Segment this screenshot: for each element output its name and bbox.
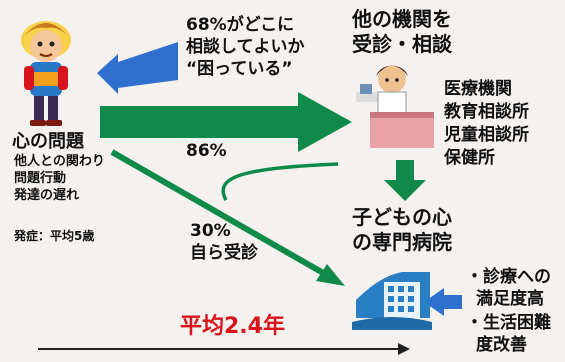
self-visit-percentage: 30%: [190, 221, 231, 241]
problem-item-relations: 他人との関わり: [14, 154, 105, 169]
institution-child-guidance: 児童相談所: [444, 125, 529, 145]
benefit-line-3: ・生活困難: [466, 313, 551, 333]
problem-item-behavior: 問題行動: [14, 171, 67, 186]
institution-medical: 医療機関: [444, 79, 512, 99]
average-duration: 平均2.4年: [180, 314, 285, 339]
top-note-line-1: 68%がどこに: [186, 15, 295, 35]
main-arrow-percentage: 86%: [186, 141, 227, 161]
blue-arrow-to-hospital: [424, 288, 462, 316]
diagonal-green-arrow-shaft: [110, 149, 327, 277]
hospital-building-icon: [352, 272, 432, 330]
institutions-title-line-2: 受診・相談: [352, 32, 452, 56]
main-green-arrow: [100, 92, 352, 152]
institution-education: 教育相談所: [444, 102, 529, 122]
timeline-arrow-head: [398, 343, 410, 355]
benefit-line-2: 満足度高: [476, 289, 544, 309]
institutions-title-line-1: 他の機関を: [352, 7, 452, 31]
hospital-title-line-1: 子どもの心: [352, 205, 452, 229]
doctor-figure-icon: [356, 65, 434, 148]
top-note-line-2: 相談してよいか: [186, 37, 305, 57]
self-visit-label: 自ら受診: [190, 243, 258, 263]
blue-arrow-to-child: [97, 42, 178, 94]
curve-line: [221, 162, 339, 201]
problem-item-development: 発達の遅れ: [14, 188, 80, 203]
down-green-arrow: [384, 160, 426, 201]
institution-health-center: 保健所: [444, 148, 495, 168]
benefit-line-4: 度改善: [476, 335, 527, 355]
benefit-line-1: ・診療への: [466, 267, 551, 287]
hospital-title-line-2: の専門病院: [352, 230, 452, 254]
diagonal-green-arrow-head: [316, 264, 345, 286]
top-note-line-3: “困っている”: [186, 59, 293, 79]
child-figure-icon: [21, 21, 71, 126]
problem-title: 心の問題: [12, 131, 84, 152]
onset-age: 発症：平均5歳: [14, 229, 95, 243]
